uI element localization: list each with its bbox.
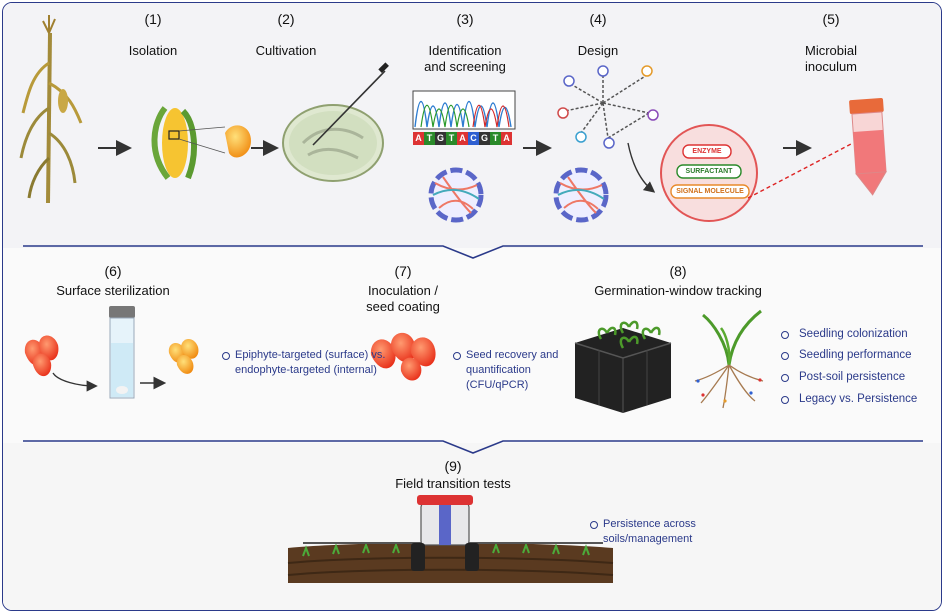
step-4-number: (4)	[589, 11, 607, 27]
tracking-item-legacy: Legacy vs. Persistence	[799, 393, 918, 405]
step-9-number: (9)	[444, 458, 462, 474]
step-8-number: (8)	[669, 263, 687, 279]
divider-bottom	[23, 440, 923, 454]
coating-note-line1: Seed recovery and	[466, 349, 559, 361]
sterilization-note-line1: Epiphyte-targeted (surface) vs.	[235, 349, 386, 361]
coating-note-line3: (CFU/qPCR)	[466, 379, 529, 391]
coated-seeds-illustration	[370, 332, 436, 381]
step-2-label: Cultivation	[255, 43, 317, 58]
dna-base: T	[448, 133, 455, 143]
dna-base: A	[459, 133, 466, 143]
petri-dish-illustration	[282, 62, 389, 182]
bullet-tracking	[781, 352, 789, 360]
bullet-field	[590, 521, 598, 529]
tractor-field-illustration	[287, 495, 614, 583]
enzyme-tag	[682, 144, 732, 159]
step-3-number: (3)	[456, 11, 474, 27]
signal-molecule-tag	[670, 184, 750, 199]
step-3-label-line2: and screening	[424, 59, 506, 74]
dna-sequence-boxes	[413, 132, 512, 145]
step-5-number: (5)	[822, 11, 840, 27]
network-illustration	[557, 65, 659, 149]
signal-molecule-label: SIGNAL MOLECULE	[676, 188, 744, 195]
field-note-line1: Persistence across	[603, 518, 696, 530]
orange-seeds-left	[24, 335, 59, 377]
dna-base: G	[480, 133, 488, 143]
step-5-label-line2: inoculum	[804, 59, 858, 74]
enzyme-label: ENZYME	[692, 148, 722, 155]
chromatogram-illustration	[412, 90, 516, 130]
step-9-label: Field transition tests	[395, 476, 511, 491]
corn-cob-illustration	[151, 106, 226, 180]
dna-letters: A T G T A C G T A	[413, 132, 512, 145]
step-1-number: (1)	[144, 11, 162, 27]
tracking-item-persistence: Post-soil persistence	[799, 371, 906, 383]
chord-diagram-1	[428, 167, 484, 223]
step-5-label-line1: Microbial	[804, 43, 857, 58]
seedling-roots-illustration	[694, 309, 764, 409]
corn-plant-illustration	[19, 15, 83, 204]
step-7-label-line2: seed coating	[366, 299, 440, 314]
bullet-tracking	[781, 396, 789, 404]
tracking-item-performance: Seedling performance	[799, 349, 912, 361]
divider-top	[23, 245, 923, 259]
corn-kernel-illustration	[225, 125, 251, 158]
step-6-label: Surface sterilization	[56, 283, 170, 298]
seedling-trays-illustration	[574, 320, 672, 413]
dna-base: T	[426, 133, 433, 143]
dna-base: A	[503, 133, 510, 143]
diagram-artwork	[19, 15, 923, 583]
dna-base: A	[415, 133, 422, 143]
field-note-line2: soils/management	[603, 533, 693, 545]
dashed-link	[747, 142, 854, 199]
step-3-label-line1: Identification	[428, 43, 502, 58]
surfactant-tag	[676, 164, 742, 179]
bullet-sterilization	[222, 352, 230, 360]
step-7-label-line1: Inoculation /	[367, 283, 439, 298]
step-1-label: Isolation	[128, 43, 178, 58]
step-7-number: (7)	[394, 263, 412, 279]
coating-note-line2: quantification	[466, 364, 531, 376]
sterilization-tube-illustration	[109, 306, 135, 399]
step-4-label: Design	[577, 43, 619, 58]
dna-base: T	[492, 133, 499, 143]
step-8-label: Germination-window tracking	[594, 283, 762, 298]
bullet-tracking	[781, 331, 789, 339]
bullet-tracking	[781, 374, 789, 382]
surfactant-label: SURFACTANT	[685, 168, 733, 175]
dna-base: G	[436, 133, 444, 143]
tracking-item-colonization: Seedling colonization	[799, 328, 908, 340]
middle-band	[3, 248, 941, 443]
step-2-number: (2)	[277, 11, 295, 27]
dna-base: C	[470, 133, 477, 143]
falcon-tube-illustration	[849, 97, 887, 196]
sterilization-note-line2: endophyte-targeted (internal)	[235, 364, 377, 376]
sterilized-seeds	[168, 338, 199, 374]
bullet-coating	[453, 352, 461, 360]
chord-diagram-2	[553, 167, 609, 223]
step-6-number: (6)	[104, 263, 122, 279]
